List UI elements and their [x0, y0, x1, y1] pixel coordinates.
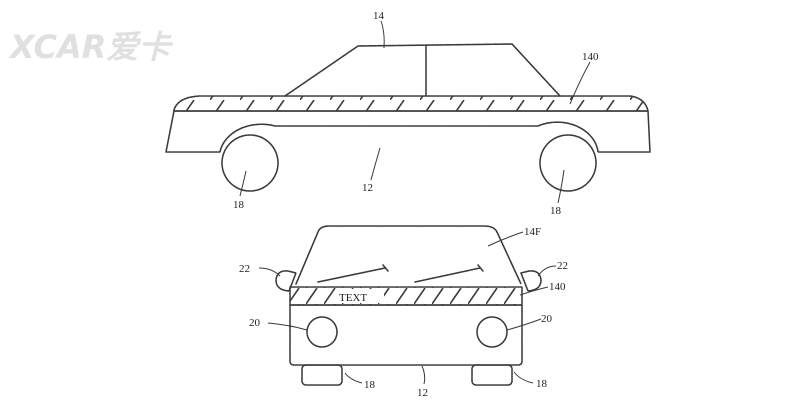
headlight-left [306, 316, 338, 348]
side-body [165, 110, 651, 153]
label-headlight-left: 20 [249, 317, 261, 329]
label-mirror-left: 22 [239, 263, 250, 275]
side-wheel-front [221, 134, 279, 192]
label-side-wheel-rear: 18 [550, 205, 562, 217]
label-side-body: 12 [362, 182, 373, 194]
watermark-text: XCAR爱卡 [8, 28, 173, 66]
label-windshield: 14F [524, 226, 541, 238]
front-light-strip [289, 286, 523, 306]
label-side-light-strip: 140 [582, 51, 599, 63]
headlight-right [476, 316, 508, 348]
side-light-strip [173, 95, 649, 112]
mirror-left [275, 270, 297, 292]
front-windshield [295, 225, 522, 285]
label-front-light-strip: 140 [549, 281, 566, 293]
light-text-backdrop [336, 289, 384, 303]
label-side-wheel-front: 18 [233, 199, 245, 211]
side-view [165, 43, 651, 192]
label-cabin: 14 [373, 10, 385, 22]
side-cabin [284, 43, 561, 97]
wiper-right [414, 264, 484, 283]
front-wheel-left [301, 364, 343, 386]
watermark-logo: XCAR爱卡 [8, 28, 173, 66]
label-mirror-right: 22 [557, 260, 568, 272]
side-wheel-rear [539, 134, 597, 192]
label-headlight-right: 20 [541, 313, 553, 325]
label-front-wheel-right: 18 [536, 378, 548, 390]
front-wheel-right [471, 364, 513, 386]
front-leaders [258, 231, 557, 385]
label-front-wheel-left: 18 [364, 379, 376, 391]
front-body [289, 304, 523, 366]
front-view [275, 225, 542, 386]
label-front-body: 12 [417, 387, 428, 399]
side-leaders [239, 20, 591, 204]
wiper-left [317, 264, 389, 283]
mirror-right [520, 270, 542, 292]
light-strip-text: TEXT [339, 292, 367, 304]
